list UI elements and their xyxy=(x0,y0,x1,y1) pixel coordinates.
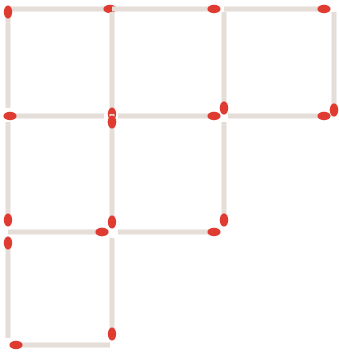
matchstick-head xyxy=(4,214,12,227)
matchstick-head xyxy=(108,216,116,229)
matchstick-m3[interactable] xyxy=(224,5,331,13)
matchstick-m22[interactable] xyxy=(330,104,338,117)
matchstick-m21[interactable] xyxy=(220,102,228,115)
matchstick-m2[interactable] xyxy=(112,5,221,13)
matchstick-m17[interactable] xyxy=(108,238,116,341)
matchstick-head xyxy=(318,5,331,13)
matchstick-head xyxy=(108,116,116,129)
matchstick-m12[interactable] xyxy=(108,116,116,223)
matchstick-m14[interactable] xyxy=(8,228,109,236)
matchstick-m6[interactable] xyxy=(220,12,228,115)
matchstick-head xyxy=(4,112,17,120)
matchstick-head xyxy=(10,341,23,349)
matchstick-m11[interactable] xyxy=(4,122,12,227)
matchstick-head xyxy=(4,6,12,19)
matchstick-head xyxy=(108,328,116,341)
matchstick-m24[interactable] xyxy=(96,228,109,236)
matchstick-m13[interactable] xyxy=(220,122,228,227)
matchstick-m15[interactable] xyxy=(118,228,221,236)
matchstick-head xyxy=(318,112,331,120)
matchstick-m18[interactable] xyxy=(10,341,111,349)
matchstick-m4[interactable] xyxy=(4,6,12,109)
matchstick-m16[interactable] xyxy=(4,237,12,339)
matchstick-m5[interactable] xyxy=(108,12,116,121)
matchstick-head xyxy=(330,104,338,117)
matchstick-head xyxy=(96,228,109,236)
matchstick-m9[interactable] xyxy=(118,112,221,120)
matchstick-m23[interactable] xyxy=(220,214,228,227)
matchstick-head xyxy=(208,5,221,13)
matchstick-head xyxy=(220,102,228,115)
matchstick-head xyxy=(208,112,221,120)
matchstick-m7[interactable] xyxy=(330,12,338,117)
matchstick-head xyxy=(208,228,221,236)
matchstick-m1[interactable] xyxy=(8,5,117,13)
matchstick-head xyxy=(220,214,228,227)
matchstick-m8[interactable] xyxy=(4,112,105,120)
matchstick-head xyxy=(4,237,12,250)
matchstick-m20[interactable] xyxy=(108,216,116,229)
matchstick-m10[interactable] xyxy=(228,112,331,120)
